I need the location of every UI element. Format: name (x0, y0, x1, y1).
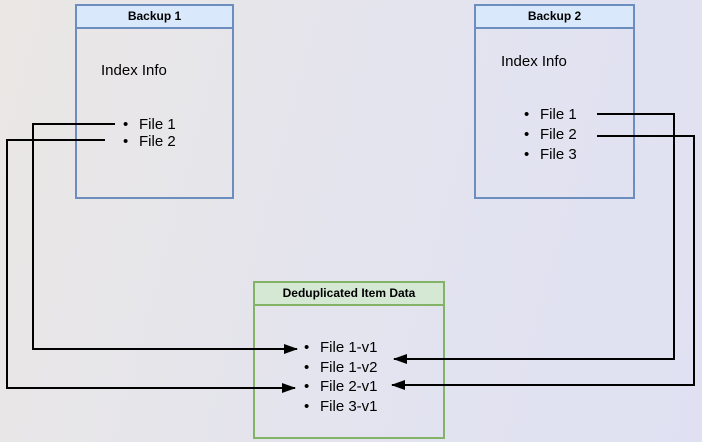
bullet-icon: • (524, 106, 530, 123)
bullet-icon: • (304, 397, 310, 415)
backup2-node: Backup 2 Index Info • File 1 • File 2 • Fil… (474, 4, 635, 199)
backup1-file-list: • File 1 • File 2 (123, 116, 176, 150)
file-label: File 2 (540, 126, 577, 143)
dedup-item-list: • File 1-v1 • File 1-v2 • File 2-v1 • File 3… (304, 338, 378, 416)
list-item: • File 1-v2 (304, 358, 378, 378)
list-item: • File 1 (123, 116, 176, 133)
list-item: • File 1-v1 (304, 338, 378, 358)
file-label: File 2 (139, 133, 176, 150)
file-label: File 1 (540, 106, 577, 123)
backup2-file-list: • File 1 • File 2 • File 3 (524, 105, 577, 165)
bullet-icon: • (304, 378, 310, 395)
list-item: • File 2 (524, 125, 577, 145)
list-item: • File 3-v1 (304, 397, 378, 417)
file-label: File 1 (139, 116, 176, 133)
backup1-node: Backup 1 Index Info • File 1 • File 2 (75, 4, 234, 199)
list-item: • File 2 (123, 133, 176, 150)
file-label: File 3 (540, 146, 577, 163)
backup2-title: Backup 2 (476, 6, 633, 29)
list-item: • File 2-v1 (304, 377, 378, 397)
bullet-icon: • (524, 126, 530, 143)
bullet-icon: • (304, 339, 310, 356)
deduplicated-item-data-node: Deduplicated Item Data • File 1-v1 • File … (253, 281, 445, 439)
backup1-index-info-label: Index Info (101, 62, 167, 79)
dedup-item-label: File 1-v1 (320, 339, 378, 356)
dedup-item-label: File 3-v1 (320, 397, 378, 415)
bullet-icon: • (123, 116, 129, 133)
dedup-item-label: File 1-v2 (320, 358, 378, 376)
bullet-icon: • (304, 358, 310, 376)
bullet-icon: • (123, 133, 129, 150)
backup2-index-info-label: Index Info (501, 53, 567, 70)
dedup-item-label: File 2-v1 (320, 378, 378, 395)
list-item: • File 1 (524, 105, 577, 125)
dedup-title: Deduplicated Item Data (255, 283, 443, 306)
list-item: • File 3 (524, 145, 577, 165)
bullet-icon: • (524, 146, 530, 163)
backup1-title: Backup 1 (77, 6, 232, 29)
